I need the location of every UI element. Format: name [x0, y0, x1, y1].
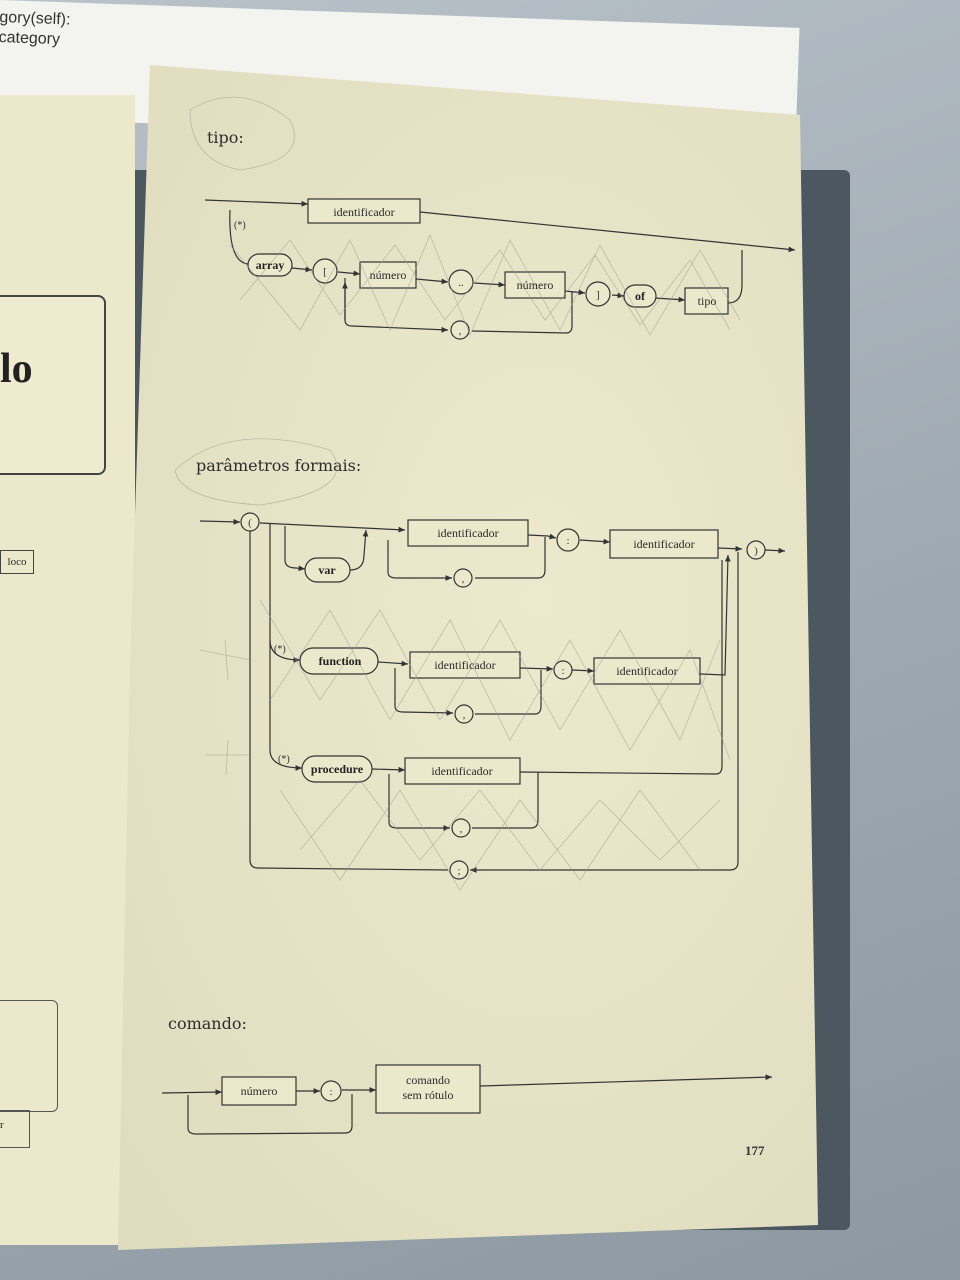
- param-identificador-c-label: identificador: [434, 658, 495, 672]
- param-identificador-e-label: identificador: [431, 764, 492, 778]
- tipo-open-bracket-label: [: [323, 266, 327, 278]
- tipo-array-oval: [247, 253, 293, 277]
- left-page-heading: lo: [0, 346, 33, 392]
- param-open-paren-label: (: [248, 517, 252, 529]
- tipo-diagram: [204, 199, 796, 334]
- left-page-lower-box: [0, 1110, 30, 1148]
- param-comma-a-circle: [453, 568, 473, 588]
- param-open-paren-circle: [240, 512, 260, 532]
- param-procedure-label: procedure: [311, 762, 364, 776]
- param-function-oval: [299, 647, 379, 675]
- param-close-paren-label: ): [754, 545, 758, 557]
- param-procedure-note: (*): [278, 754, 290, 765]
- param-semicolon-label: ;: [457, 865, 460, 877]
- left-page-lower-label: r: [0, 1119, 4, 1131]
- comando-numero-box: [221, 1076, 297, 1106]
- param-colon-b-circle: [553, 660, 573, 680]
- tipo-of-label: of: [635, 289, 646, 303]
- left-page: lo loco r: [0, 95, 135, 1245]
- comando-sem-rotulo-box: [375, 1064, 481, 1114]
- comando-box-line2: sem rótulo: [403, 1088, 454, 1102]
- page-number: 177: [745, 1143, 765, 1158]
- param-comma-a-label: ,: [462, 573, 465, 585]
- comando-diagram: [161, 1074, 773, 1135]
- parametros-title: parâmetros formais:: [196, 456, 362, 475]
- tipo-open-bracket-circle: [312, 258, 338, 284]
- param-colon-b-label: :: [561, 665, 564, 677]
- pencil-scribbles: [174, 96, 741, 891]
- param-comma-c-label: ,: [460, 823, 463, 835]
- tipo-numero1-label: número: [370, 268, 407, 282]
- param-comma-b-label: ,: [463, 709, 466, 721]
- param-procedure-oval: [301, 755, 373, 783]
- param-colon-a-label: :: [566, 535, 569, 547]
- param-function-note: (*): [274, 644, 286, 655]
- tipo-tipo-label: tipo: [698, 294, 717, 308]
- tipo-note: (*): [234, 220, 246, 231]
- tipo-of-oval: [623, 284, 657, 308]
- comando-numero-label: número: [241, 1084, 278, 1098]
- param-function-label: function: [319, 654, 362, 668]
- left-page-frame: [0, 295, 106, 475]
- parametros-diagram: [199, 518, 786, 873]
- param-var-oval: [304, 557, 351, 583]
- param-comma-b-circle: [454, 704, 474, 724]
- tipo-close-bracket-label: ]: [596, 289, 600, 301]
- comando-box-line1: comando: [406, 1073, 450, 1087]
- param-identificador-b-label: identificador: [633, 537, 694, 551]
- tipo-comma-circle: [450, 320, 470, 340]
- left-page-box: loco: [0, 550, 34, 574]
- tipo-title: tipo:: [207, 128, 244, 147]
- param-comma-c-circle: [451, 818, 471, 838]
- tipo-close-bracket-circle: [585, 281, 611, 307]
- tipo-identificador-box: [307, 198, 421, 224]
- param-semicolon-circle: [449, 860, 469, 880]
- param-var-label: var: [318, 563, 336, 577]
- comando-title: comando:: [168, 1014, 247, 1033]
- param-identificador-a-label: identificador: [437, 526, 498, 540]
- param-identificador-d-label: identificador: [616, 664, 677, 678]
- tipo-numero2-label: número: [517, 278, 554, 292]
- tipo-comma-label: ,: [459, 325, 462, 337]
- param-identificador-a-box: [407, 519, 529, 547]
- param-identificador-e-box: [404, 757, 521, 785]
- param-identificador-b-box: [609, 529, 719, 559]
- comando-colon-circle: [320, 1080, 342, 1102]
- tipo-array-label: array: [256, 258, 285, 272]
- tipo-tipo-box: [684, 287, 729, 315]
- param-colon-a-circle: [556, 528, 580, 552]
- param-close-paren-circle: [746, 540, 766, 560]
- tipo-identificador-label: identificador: [333, 205, 394, 219]
- tipo-range-label: ..: [458, 277, 464, 289]
- comando-colon-label: :: [329, 1086, 332, 1098]
